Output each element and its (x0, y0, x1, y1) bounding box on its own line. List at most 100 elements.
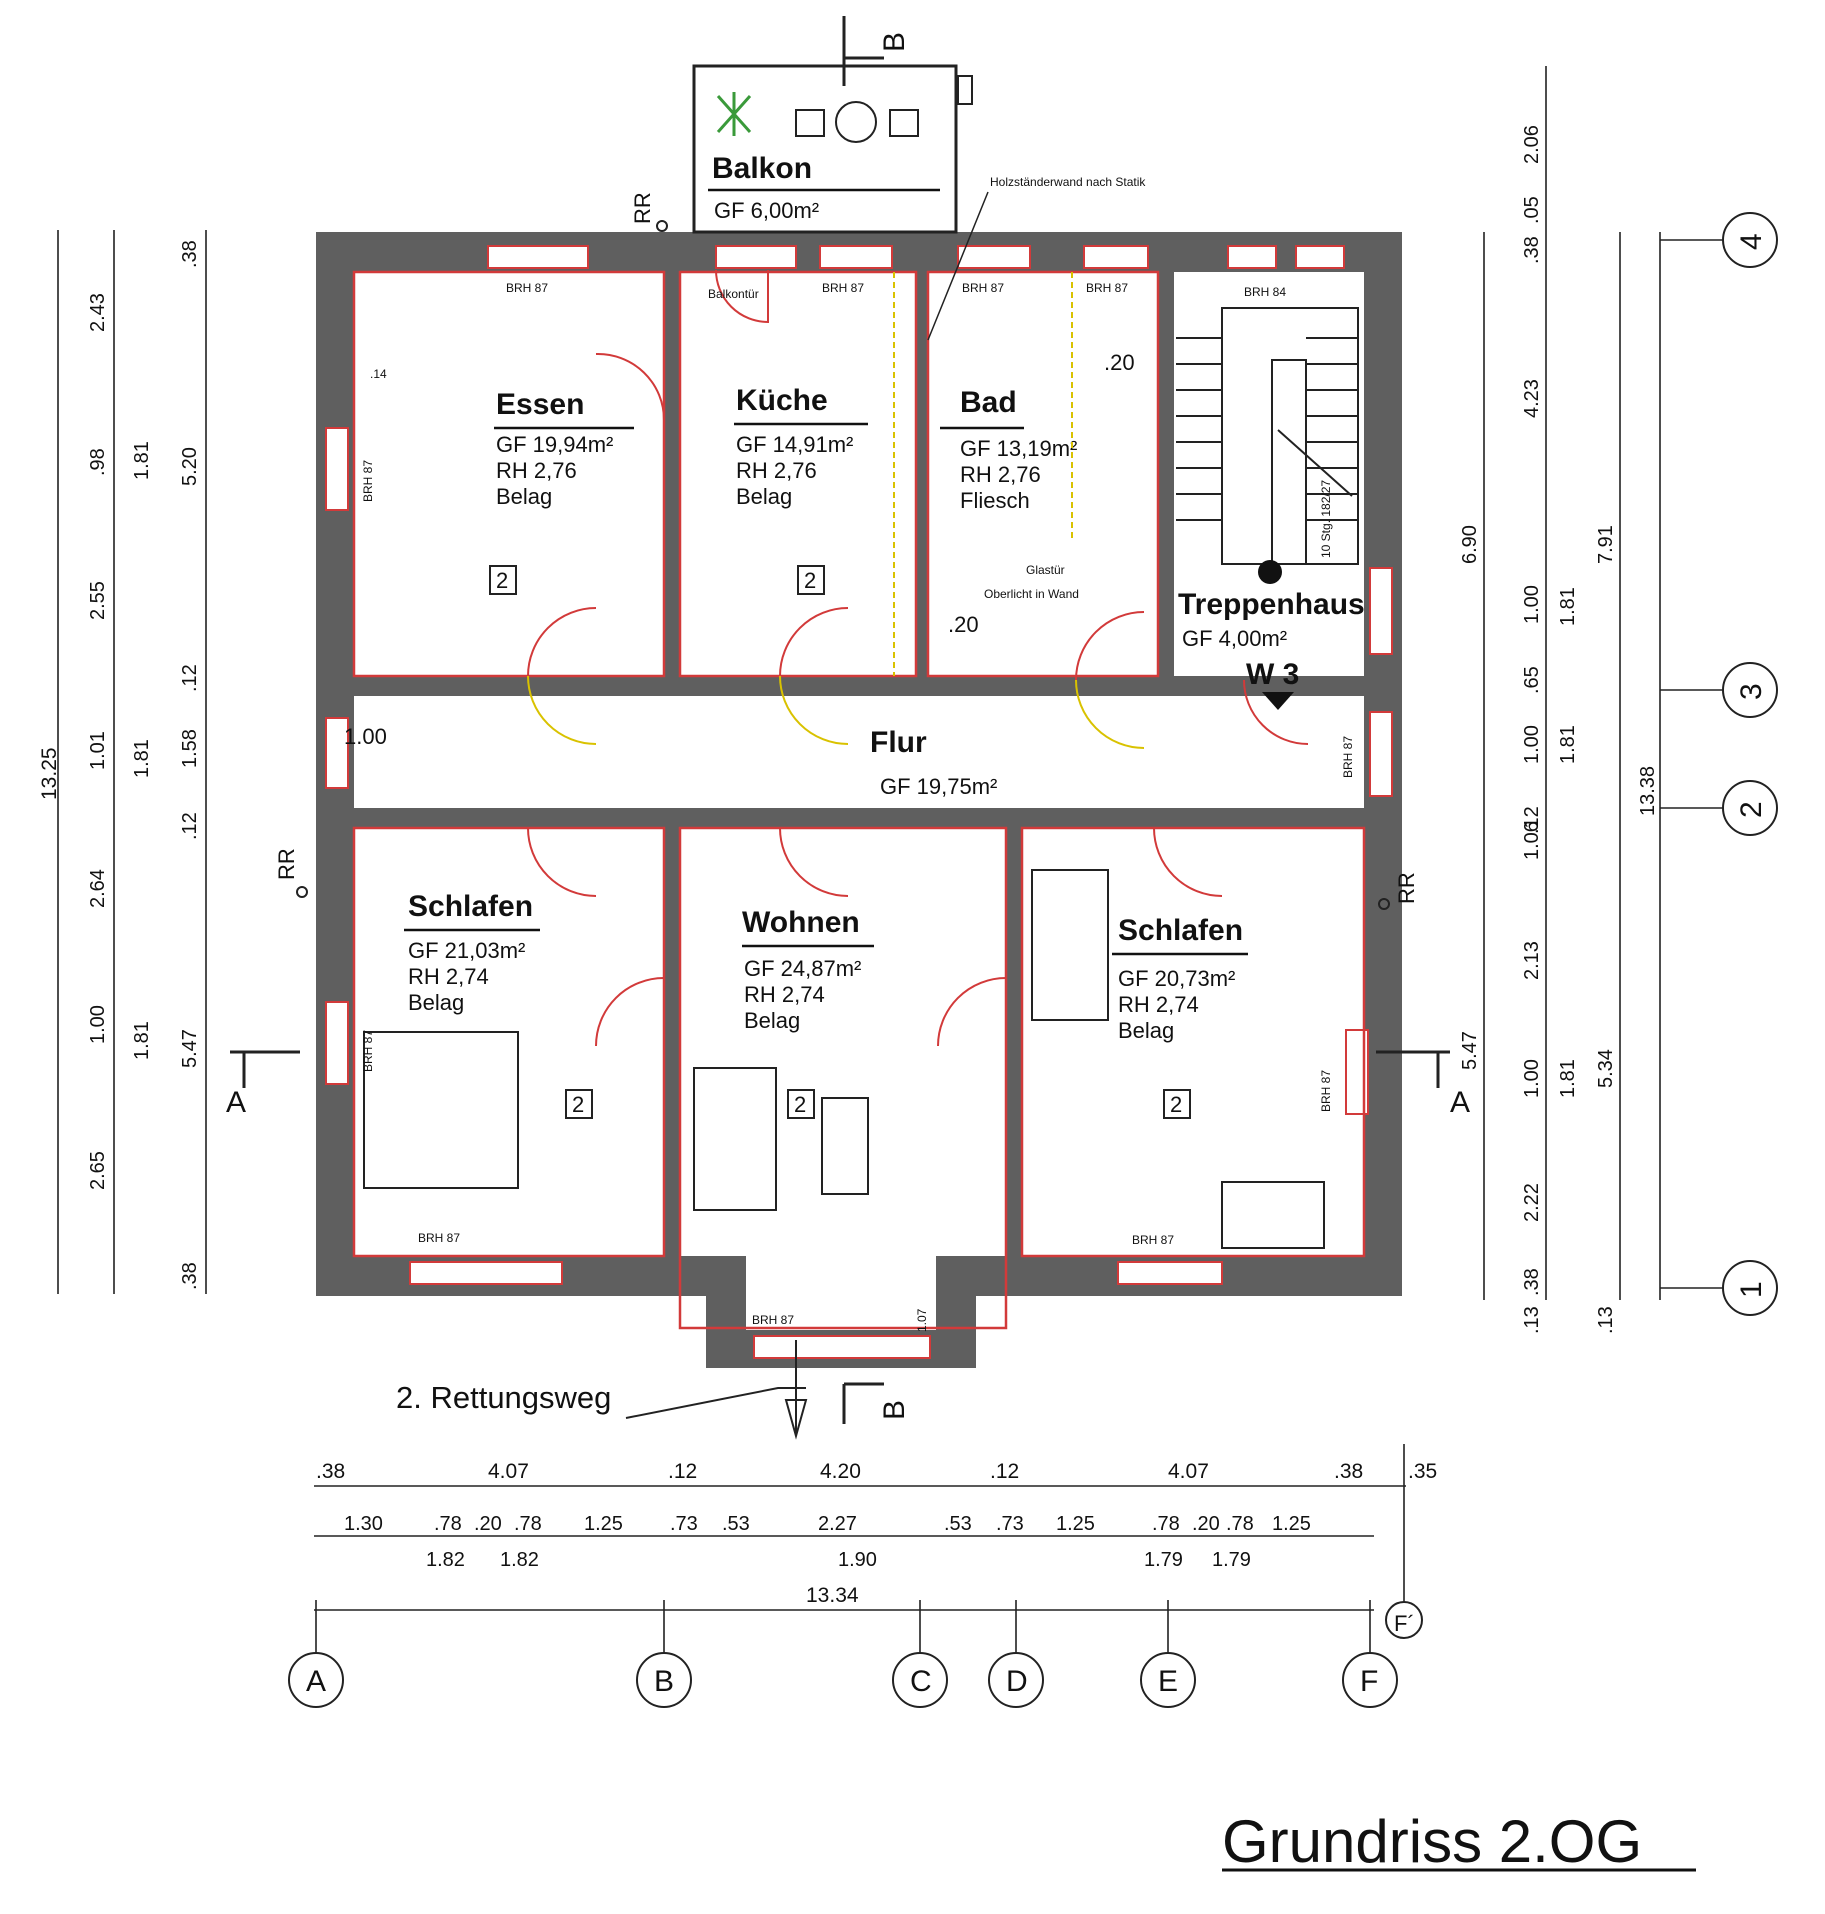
dim-bottom-1-1: 4.07 (488, 1460, 529, 1483)
staircase (1176, 307, 1359, 565)
treppenhaus-code: W 3 (1246, 658, 1299, 691)
room-wohnen: Wohnen GF 24,87m² RH 2,74 Belag 2 (693, 906, 874, 1211)
dim-right-col-1: .38.052.064.231.00.651.00.121.062.131.00… (1521, 125, 1543, 1334)
dim-left-3-3: 1.58 (179, 729, 201, 768)
brh-treppenhaus-side: BRH 87 (1341, 736, 1355, 778)
dim-right-1-7: .12 (1521, 806, 1543, 834)
treppenhaus-gf: GF 4,00m² (1182, 626, 1287, 651)
dim-left-3-0: .38 (179, 240, 201, 268)
dim-left-1-1: .98 (87, 448, 109, 476)
schlafen-right-rh: RH 2,74 (1118, 992, 1199, 1017)
flur-name: Flur (870, 726, 927, 759)
axis-label-A: A (306, 1665, 326, 1698)
dim-left-1-0: 2.43 (87, 293, 109, 332)
wohnen-gf: GF 24,87m² (744, 956, 861, 981)
dim-flur-100: 1.00 (344, 724, 387, 749)
kueche-code: 2 (804, 568, 816, 593)
dim-right-1-4: 1.00 (1521, 585, 1543, 624)
dim-right-2-1: 1.81 (1557, 587, 1579, 626)
room-flur: Flur GF 19,75m² (870, 726, 997, 799)
schlafen-right-gf: GF 20,73m² (1118, 966, 1235, 991)
dim-right-1-5: .65 (1521, 666, 1543, 694)
dim-left-2-0: 1.81 (131, 441, 153, 480)
dim-left-1-2: 2.55 (87, 581, 109, 620)
axis-label-4: 4 (1735, 233, 1768, 250)
brh-essen: BRH 87 (506, 281, 548, 295)
dim-right-1-11: 2.22 (1521, 1183, 1543, 1222)
stufen-label: 10 Stg. 182/27 (1319, 480, 1333, 558)
wohnen-name: Wohnen (742, 906, 860, 939)
dim-right-1-10: 1.00 (1521, 1059, 1543, 1098)
axis-label-3: 3 (1735, 683, 1768, 700)
dim-right-2-0: 6.90 (1459, 525, 1481, 564)
dim-right-1-0: .38 (1521, 236, 1543, 264)
sofa-icon (693, 1067, 869, 1211)
right-dimensions (1483, 66, 1661, 1300)
dim-bottom-2b-2: 1.90 (838, 1549, 877, 1571)
dim-right-1-3: 4.23 (1521, 379, 1543, 418)
wohnen-code: 2 (794, 1092, 806, 1117)
glastuer-label: Glastür (1026, 563, 1065, 577)
bad-rh: RH 2,76 (960, 462, 1041, 487)
inner-finish-lines (352, 270, 1366, 1330)
axis-circle-1 (1722, 1260, 1778, 1316)
wohnen-belag: Belag (744, 1008, 800, 1033)
smoke-detector-icon (1258, 560, 1282, 584)
dim-right-1-9: 2.13 (1521, 941, 1543, 980)
bad-name: Bad (960, 386, 1017, 419)
essen-gf: GF 19,94m² (496, 432, 613, 457)
dim-bay-107: 1.07 (915, 1308, 929, 1332)
dim-left-col-2: 1.811.811.81 (131, 441, 153, 1060)
room-essen: Essen GF 19,94m² RH 2,76 Belag 2 (489, 388, 634, 595)
dim-left-3-4: .12 (179, 812, 201, 840)
dim-left-3-5: 5.47 (179, 1029, 201, 1068)
dim-left-2-2: 1.81 (131, 1021, 153, 1060)
desk-icon (1221, 1181, 1325, 1249)
left-dimensions (57, 230, 207, 1294)
outer-walls (316, 232, 1402, 1368)
dim-left-1-4: 2.64 (87, 869, 109, 908)
section-b-bottom: B (878, 1400, 911, 1420)
dim-bottom-2-14: 1.25 (1272, 1513, 1311, 1535)
brh-schlafen-left: BRH 87 (418, 1231, 460, 1245)
brh-wohnen: BRH 87 (752, 1313, 794, 1327)
dim-left-col-3: .385.20.121.58.125.47.38 (179, 240, 201, 1290)
dim-bottom-2b-1: 1.82 (500, 1549, 539, 1571)
dim-right-col-2: 6.901.811.815.471.81 (1459, 525, 1579, 1098)
rr-right: RR (1394, 872, 1419, 904)
essen-code: 2 (496, 568, 508, 593)
schlafen-left-code: 2 (572, 1092, 584, 1117)
dim-left-1-3: 1.01 (87, 731, 109, 770)
dim-right-1-8: 1.06 (1521, 821, 1543, 860)
doors (527, 269, 1309, 1047)
dim-bottom-2-7: 2.27 (818, 1513, 857, 1535)
dim-bottom-2-4: 1.25 (584, 1513, 623, 1535)
windows (325, 245, 1393, 1359)
dim-bottom-1-0: .38 (316, 1460, 345, 1483)
dim-right-2-2: 1.81 (1557, 725, 1579, 764)
dim-bottom-1-3: 4.20 (820, 1460, 861, 1483)
schlafen-left-gf: GF 21,03m² (408, 938, 525, 963)
dim-left-col-1: 2.43.982.551.012.641.002.65 (87, 293, 109, 1190)
dim-bottom-2-2: .20 (474, 1513, 502, 1535)
bed-icon (363, 1031, 519, 1189)
section-b-top: B (878, 32, 911, 52)
brh-schlafen-right: BRH 87 (1132, 1233, 1174, 1247)
oberlicht-label: Oberlicht in Wand (984, 587, 1079, 601)
dim-right-2-3: 5.47 (1459, 1031, 1481, 1070)
axis-label-C: C (910, 1665, 932, 1698)
brh-schlafen-left-side: BRH 87 (361, 1030, 375, 1072)
dim-left-3-2: .12 (179, 664, 201, 692)
axis-label-B: B (654, 1665, 674, 1698)
dim-left-total: 13.25 (38, 747, 61, 800)
dim-right-3-2: 5.34 (1595, 1049, 1617, 1088)
bad-gf: GF 13,19m² (960, 436, 1077, 461)
room-treppenhaus: 10 Stg. 182/27 Treppenhaus GF 4,00m² W 3 (1176, 307, 1365, 710)
section-a-right: A (1450, 1086, 1470, 1119)
kueche-belag: Belag (736, 484, 792, 509)
dim-bottom-2-1: .78 (434, 1513, 462, 1535)
